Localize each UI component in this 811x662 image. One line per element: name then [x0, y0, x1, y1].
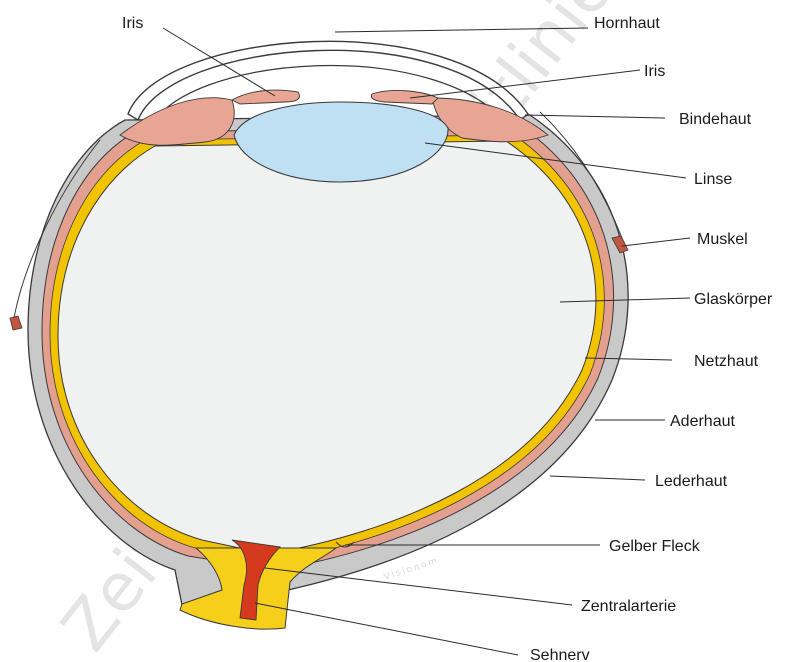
iris-right — [371, 91, 438, 104]
label-glaskoerper: Glaskörper — [694, 291, 773, 308]
label-iris-left: Iris — [122, 15, 143, 32]
label-iris-right: Iris — [644, 63, 665, 80]
label-hornhaut: Hornhaut — [594, 15, 660, 32]
label-sehnerv: Sehnerv — [530, 647, 590, 662]
label-bindehaut: Bindehaut — [679, 111, 752, 128]
muscle-left — [10, 316, 22, 330]
label-aderhaut: Aderhaut — [670, 413, 735, 430]
label-muskel: Muskel — [697, 231, 748, 248]
label-gelber-fleck: Gelber Fleck — [609, 538, 701, 555]
label-linse: Linse — [694, 171, 732, 188]
label-lederhaut: Lederhaut — [655, 473, 728, 490]
label-zentralarterie: Zentralarterie — [581, 598, 676, 615]
iris-left — [232, 90, 299, 104]
label-netzhaut: Netzhaut — [694, 353, 759, 370]
